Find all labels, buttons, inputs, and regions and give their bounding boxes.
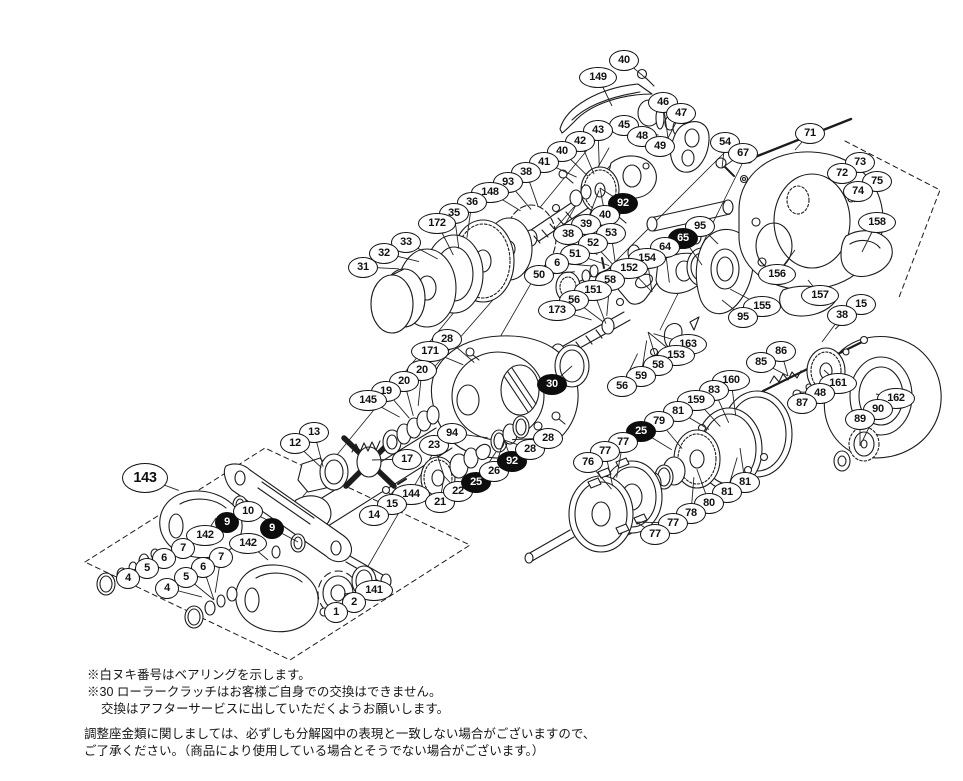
footnote-line: 調整座金類に関しましては、必ずしも分解図中の表現と一致しない場合がございますので… xyxy=(84,727,596,741)
part-callout-171: 171 xyxy=(411,340,449,362)
part-callout-89: 89 xyxy=(845,408,875,430)
part-callout-12: 12 xyxy=(280,432,310,454)
part-callout-156: 156 xyxy=(758,263,796,285)
part-callout-28: 28 xyxy=(533,427,563,449)
part-callout-149: 149 xyxy=(579,66,617,88)
drive-gear-stack xyxy=(370,204,557,334)
part-callout-4: 4 xyxy=(116,567,140,589)
handle-assembly-box xyxy=(84,447,471,661)
part-callout-142: 142 xyxy=(229,532,267,554)
part-callout-67: 67 xyxy=(728,142,758,164)
part-callout-32: 32 xyxy=(369,242,399,264)
part-callout-7: 7 xyxy=(209,546,233,568)
part-callout-143: 143 xyxy=(122,463,168,493)
part-callout-40: 40 xyxy=(609,49,639,71)
part-callout-157: 157 xyxy=(801,284,839,306)
part-callout-2: 2 xyxy=(342,591,366,613)
footnote-line: ※白ヌキ番号はベアリングを示します。 xyxy=(87,668,311,682)
part-callout-7: 7 xyxy=(171,537,195,559)
part-callout-94: 94 xyxy=(437,422,467,444)
part-callout-6: 6 xyxy=(191,556,215,578)
part-callout-5: 5 xyxy=(135,557,159,579)
spool-and-drive-gear xyxy=(524,390,793,564)
part-callout-141: 141 xyxy=(355,579,393,601)
cross-bar xyxy=(646,199,734,232)
part-callout-30: 30 xyxy=(537,373,567,395)
part-callout-172: 172 xyxy=(418,212,456,234)
part-callout-9: 9 xyxy=(260,517,284,539)
part-callout-142: 142 xyxy=(186,524,224,546)
part-callout-72: 72 xyxy=(827,162,857,184)
part-callout-50: 50 xyxy=(524,264,554,286)
part-callout-6: 6 xyxy=(152,547,176,569)
part-callout-87: 87 xyxy=(787,392,817,414)
part-callout-31: 31 xyxy=(348,256,378,278)
part-callout-74: 74 xyxy=(843,180,873,202)
part-callout-14: 14 xyxy=(359,504,389,526)
part-callout-158: 158 xyxy=(858,211,896,233)
part-callout-5: 5 xyxy=(174,566,198,588)
part-callout-33: 33 xyxy=(391,231,421,253)
part-callout-49: 49 xyxy=(645,135,675,157)
part-callout-71: 71 xyxy=(795,122,825,144)
case-guide-dashes xyxy=(844,140,941,301)
part-callout-17: 17 xyxy=(392,448,422,470)
part-callout-4: 4 xyxy=(155,577,179,599)
part-callout-56: 56 xyxy=(607,375,637,397)
part-callout-173: 173 xyxy=(538,299,576,321)
part-callout-95: 95 xyxy=(728,306,758,328)
part-callout-10: 10 xyxy=(233,500,263,522)
footnote-line: ご了承ください。（商品により使用している場合とそうでない場合がございます。） xyxy=(84,744,545,758)
part-callout-76: 76 xyxy=(573,451,603,473)
part-callout-145: 145 xyxy=(349,389,387,411)
part-callout-1: 1 xyxy=(324,601,348,623)
footnote-line: 交換はアフターサービスに出していただくようお願いします。 xyxy=(101,702,450,716)
part-callout-85: 85 xyxy=(746,351,776,373)
part-callout-38: 38 xyxy=(827,304,857,326)
part-callout-9: 9 xyxy=(215,511,239,533)
part-callout-77: 77 xyxy=(640,523,670,545)
footnote-line: ※30 ローラークラッチはお客様ご自身での交換はできません。 xyxy=(87,685,442,699)
part-callout-47: 47 xyxy=(666,102,696,124)
